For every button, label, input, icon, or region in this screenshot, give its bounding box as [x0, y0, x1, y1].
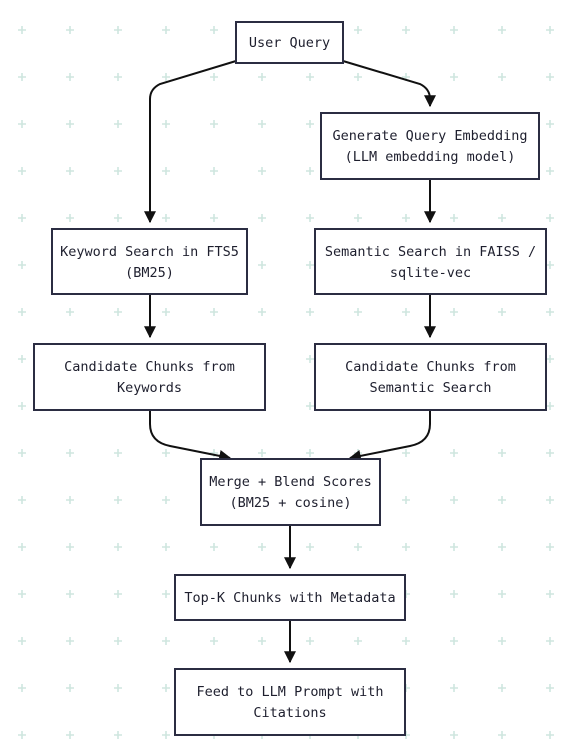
node-semantic-search-label-2: sqlite-vec: [390, 265, 471, 281]
edges-layer: [144, 60, 436, 664]
node-candidate-keywords-label-1: Candidate Chunks from: [64, 359, 235, 375]
node-user-query: User Query: [235, 21, 344, 64]
node-generate-embedding-label-1: Generate Query Embedding: [332, 128, 527, 144]
node-generate-embedding-label-2: (LLM embedding model): [345, 149, 516, 165]
node-candidate-keywords-label-2: Keywords: [117, 380, 182, 396]
node-keyword-search: Keyword Search in FTS5 (BM25): [51, 228, 248, 295]
node-candidate-semantic: Candidate Chunks from Semantic Search: [314, 343, 547, 411]
edge-user-query-to-keyword-search: [144, 60, 237, 224]
node-feed-llm-label-1: Feed to LLM Prompt with: [197, 684, 384, 700]
node-keyword-search-label-1: Keyword Search in FTS5: [60, 244, 239, 260]
edge-user-query-to-generate-embedding: [342, 60, 436, 108]
node-user-query-label-1: User Query: [249, 35, 330, 51]
node-topk-chunks-label-1: Top-K Chunks with Metadata: [184, 590, 395, 606]
edge-candidate-keywords-to-merge-blend: [149, 410, 232, 462]
node-semantic-search: Semantic Search in FAISS / sqlite-vec: [314, 228, 547, 295]
node-candidate-keywords: Candidate Chunks from Keywords: [33, 343, 266, 411]
node-merge-blend-label-2: (BM25 + cosine): [230, 495, 352, 511]
node-topk-chunks: Top-K Chunks with Metadata: [174, 574, 406, 621]
edge-candidate-semantic-to-merge-blend: [348, 410, 431, 462]
node-feed-llm: Feed to LLM Prompt with Citations: [174, 668, 406, 736]
node-keyword-search-label-2: (BM25): [125, 265, 174, 281]
node-merge-blend: Merge + Blend Scores (BM25 + cosine): [200, 458, 381, 526]
node-generate-embedding: Generate Query Embedding (LLM embedding …: [320, 112, 540, 180]
node-candidate-semantic-label-1: Candidate Chunks from: [345, 359, 516, 375]
node-feed-llm-label-2: Citations: [253, 705, 326, 721]
node-candidate-semantic-label-2: Semantic Search: [370, 380, 492, 396]
node-merge-blend-label-1: Merge + Blend Scores: [209, 474, 372, 490]
node-semantic-search-label-1: Semantic Search in FAISS /: [325, 244, 536, 260]
